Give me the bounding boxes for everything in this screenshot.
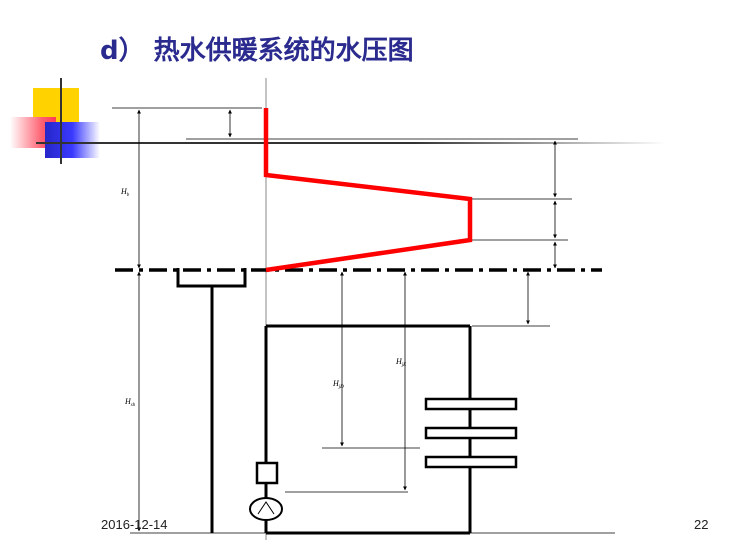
heat-source-box <box>255 461 279 485</box>
slide-title: d） 热水供暖系统的水压图 <box>100 36 414 66</box>
decor-vertical-line <box>60 78 62 164</box>
label-hb: Hb <box>120 187 130 198</box>
label-hjd: HjD <box>332 379 344 390</box>
dimension-arrows <box>137 109 557 532</box>
label-hje: HjE <box>395 357 406 368</box>
radiator-1 <box>424 397 518 411</box>
label-hsh: Hsh <box>124 397 136 408</box>
circulating-pump <box>249 497 283 521</box>
radiator-2 <box>424 426 518 440</box>
decor-horizontal-line <box>36 142 666 144</box>
reference-lines <box>112 107 615 534</box>
pressure-line <box>263 108 473 273</box>
radiator-3 <box>424 455 518 469</box>
slide-page-number: 22 <box>694 517 709 532</box>
system-structure <box>176 268 472 535</box>
decor-blue-block <box>45 122 100 158</box>
slide-date: 2016-12-14 <box>101 517 168 532</box>
radiators <box>424 397 518 469</box>
